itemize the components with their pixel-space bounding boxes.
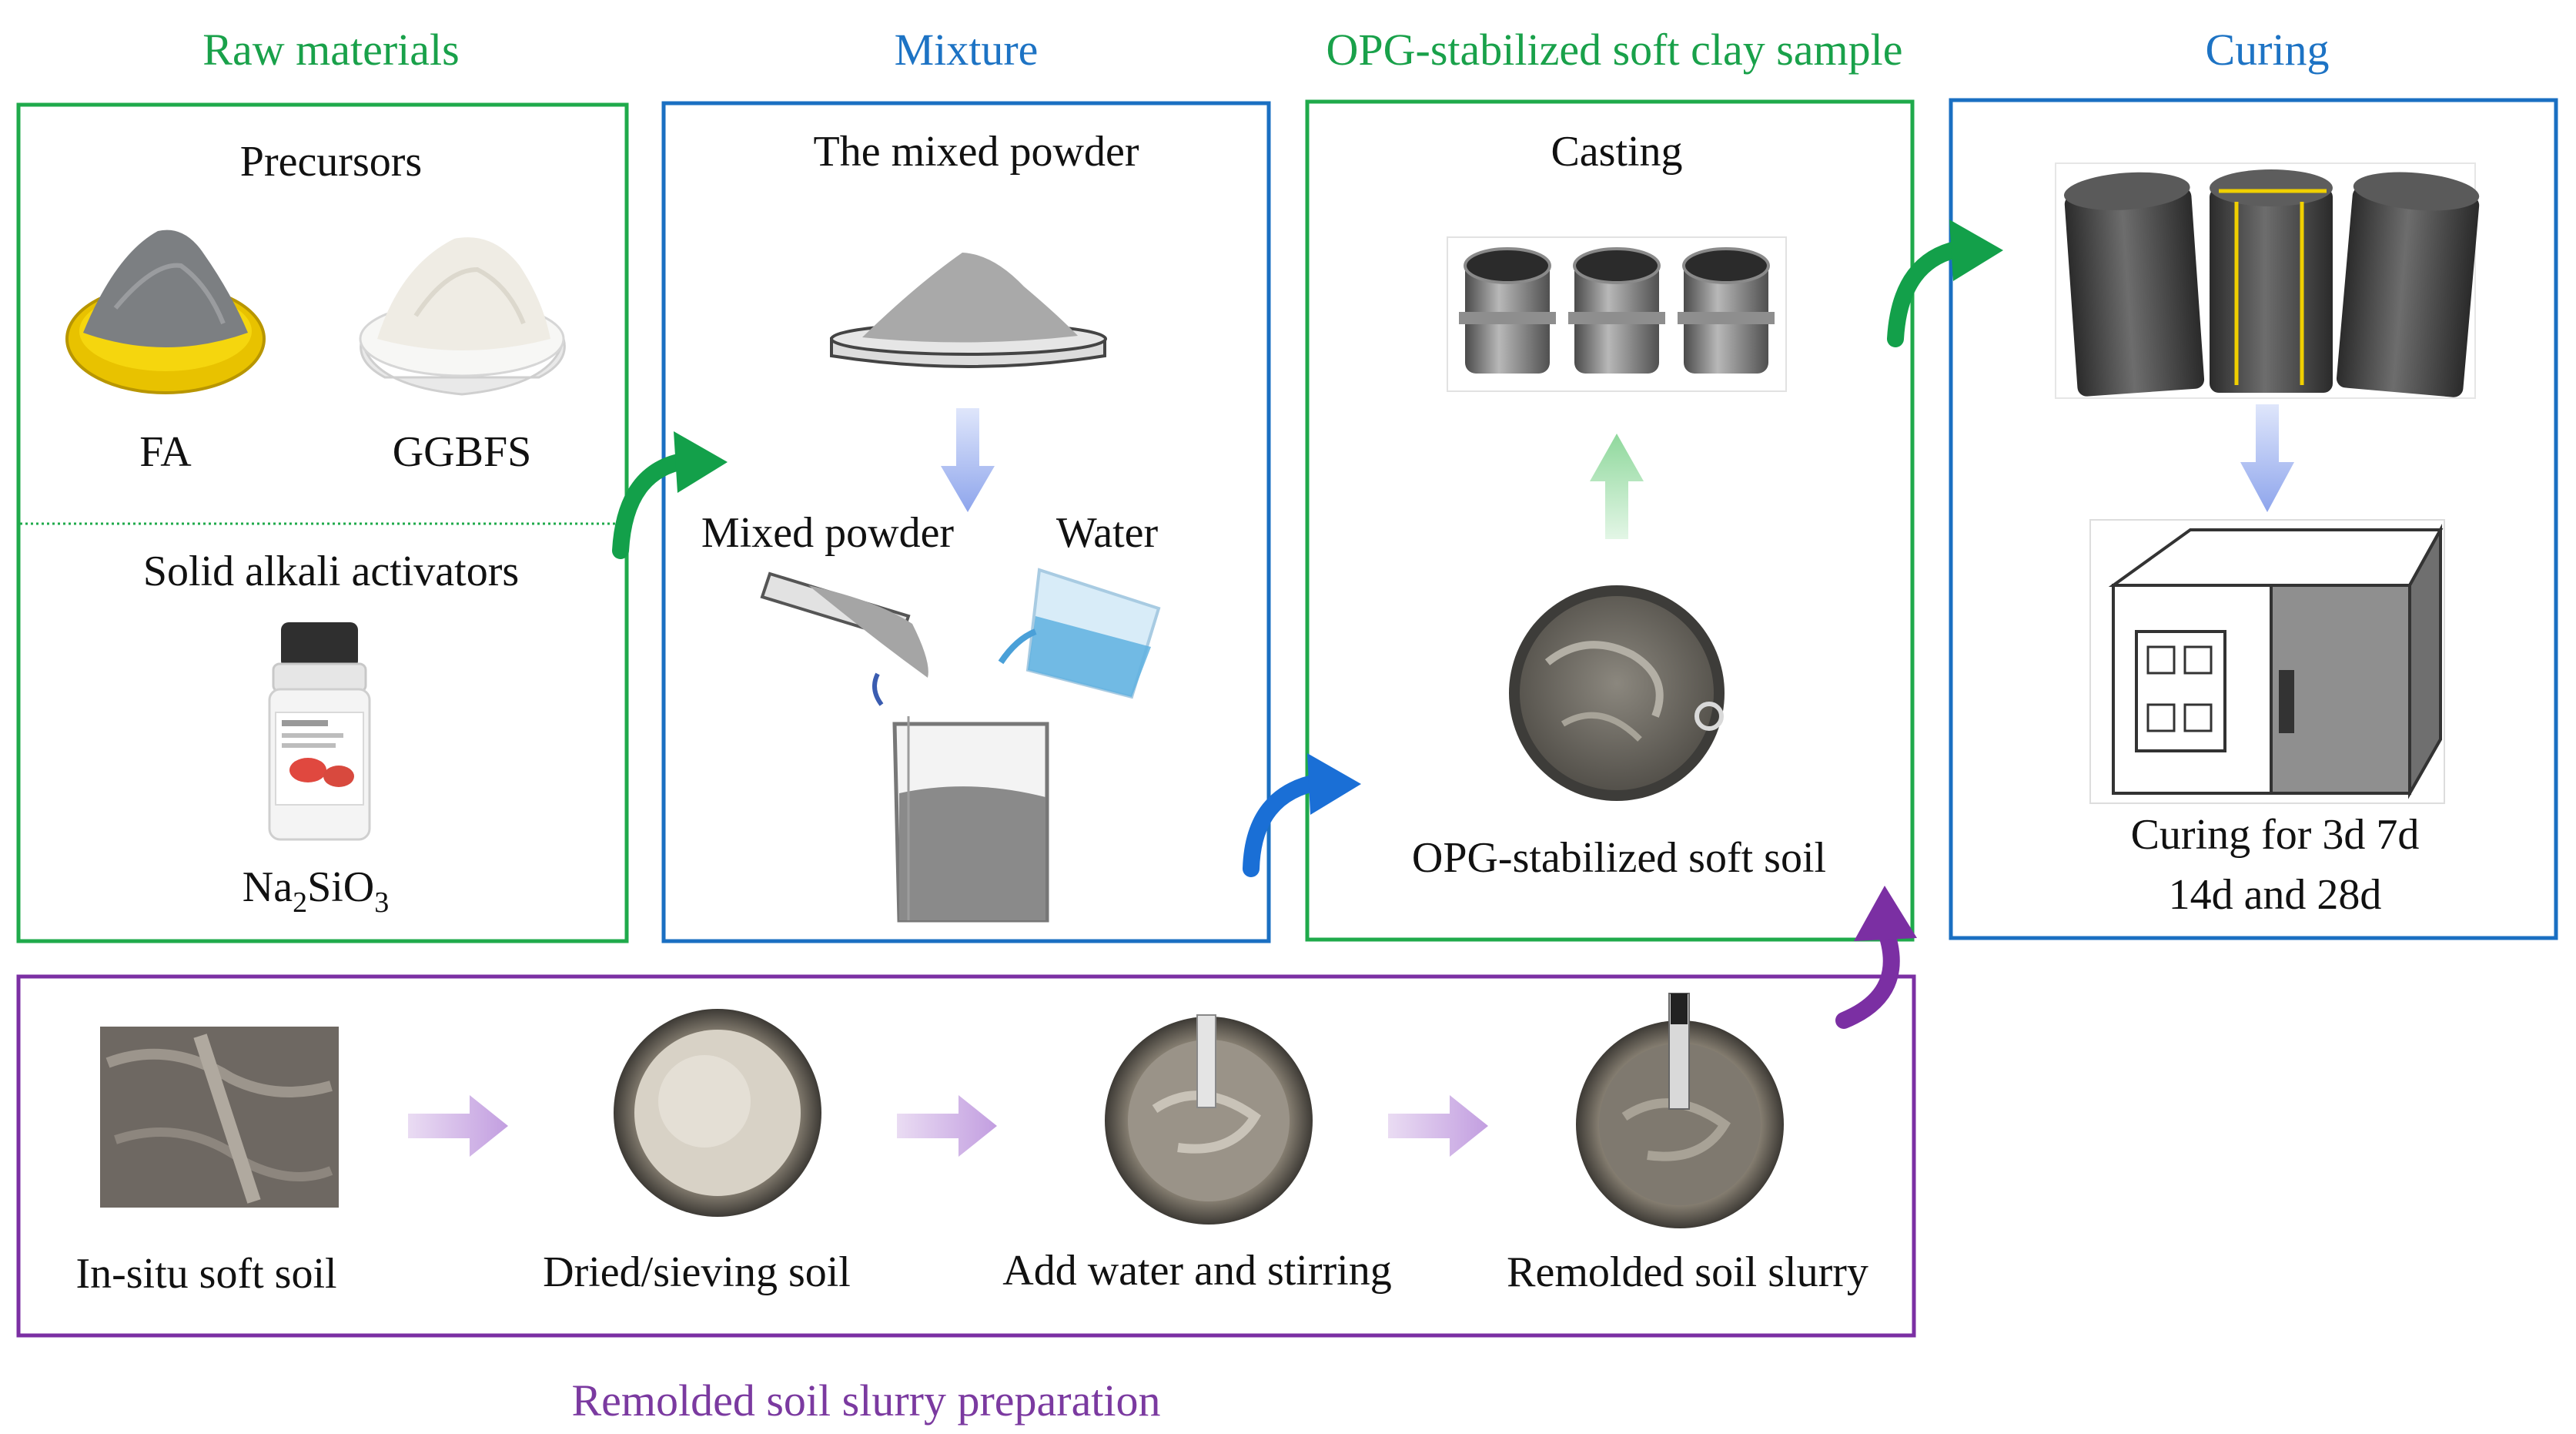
curing-panel bbox=[1949, 98, 2558, 940]
precursors-label: Precursors bbox=[240, 138, 422, 186]
up-arrow-icon bbox=[1590, 434, 1644, 539]
slurry-step-4: Remolded soil slurry bbox=[1507, 1248, 1868, 1296]
stabilized-soil-label: OPG-stabilized soft soil bbox=[1412, 834, 1826, 882]
sample-panel bbox=[1305, 99, 1915, 942]
ggbfs-powder-image bbox=[359, 237, 566, 396]
oven-icon bbox=[2089, 519, 2445, 804]
curing-title: Curing bbox=[2205, 25, 2329, 75]
sodium-silicate-bottle-image bbox=[268, 622, 371, 841]
cured-specimens-image bbox=[2055, 162, 2480, 399]
curved-arrow-icon bbox=[612, 431, 728, 559]
in-situ-soil-image bbox=[100, 1027, 339, 1208]
water-label: Water bbox=[1056, 509, 1159, 557]
casting-molds-image bbox=[1447, 236, 1787, 392]
fa-label: FA bbox=[139, 428, 192, 476]
right-arrow-icon bbox=[1388, 1095, 1488, 1157]
slurry-step-2: Dried/sieving soil bbox=[543, 1248, 851, 1296]
curing-time-line1: Curing for 3d 7d bbox=[2131, 811, 2420, 859]
casting-label: Casting bbox=[1551, 128, 1682, 176]
slurry-step-3: Add water and stirring bbox=[1002, 1247, 1391, 1295]
curing-time-line2: 14d and 28d bbox=[2169, 871, 2382, 919]
beaker-icon bbox=[892, 716, 1049, 923]
stirring-soil-bowl-image bbox=[1105, 1014, 1313, 1225]
sample-title: OPG-stabilized soft clay sample bbox=[1326, 25, 1903, 75]
ggbfs-label: GGBFS bbox=[393, 428, 532, 476]
down-arrow-icon bbox=[2240, 404, 2294, 512]
stabilized-soil-image bbox=[1509, 585, 1725, 801]
slurry-title: Remolded soil slurry preparation bbox=[571, 1375, 1160, 1426]
down-arrow-icon bbox=[941, 408, 995, 512]
curved-arrow-icon bbox=[1887, 219, 2003, 347]
mixture-panel bbox=[661, 101, 1271, 943]
pouring-powder-image bbox=[760, 571, 928, 706]
mixed-powder-label: Mixed powder bbox=[701, 509, 955, 557]
mixed-powder-dish-image bbox=[830, 253, 1107, 368]
mixed-powder-top-label: The mixed powder bbox=[814, 128, 1139, 176]
right-arrow-icon bbox=[408, 1095, 508, 1157]
curved-arrow-icon bbox=[1243, 753, 1361, 877]
dried-soil-bowl-image bbox=[614, 1009, 821, 1217]
remolded-slurry-bowl-image bbox=[1576, 993, 1784, 1228]
water-beaker-image bbox=[998, 568, 1161, 699]
slurry-step-1: In-situ soft soil bbox=[75, 1250, 336, 1298]
right-arrow-icon bbox=[897, 1095, 997, 1157]
activators-label: Solid alkali activators bbox=[143, 548, 519, 595]
formula-label: Na2SiO3 bbox=[243, 863, 389, 919]
curved-arrow-icon bbox=[1835, 886, 1917, 1029]
fa-powder-image bbox=[65, 230, 266, 394]
raw-materials-title: Raw materials bbox=[202, 25, 459, 75]
mixture-title: Mixture bbox=[895, 25, 1039, 75]
slurry-panel bbox=[16, 974, 1916, 1338]
